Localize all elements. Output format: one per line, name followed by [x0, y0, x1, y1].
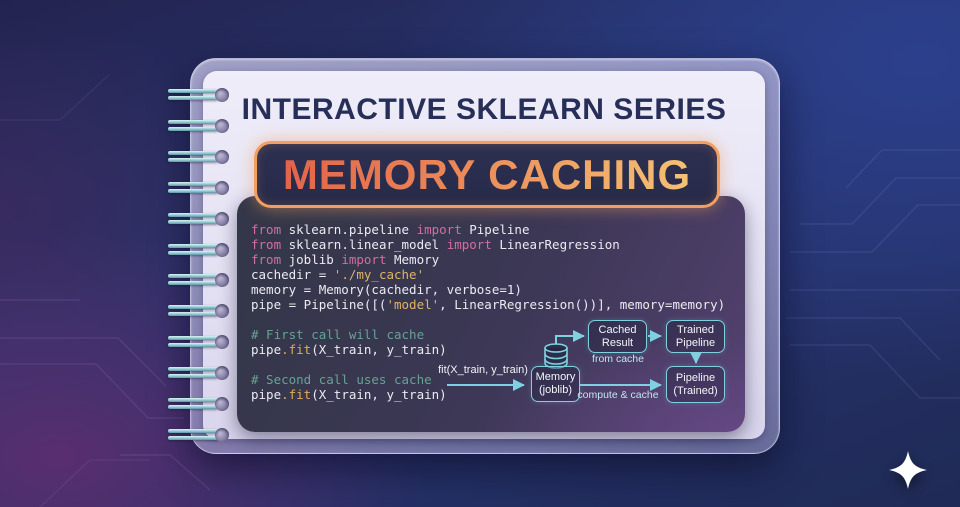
- binding-ring: [168, 242, 229, 258]
- memory-joblib-box: Memory (joblib): [531, 366, 580, 402]
- ring-hole: [215, 397, 229, 411]
- binding-ring: [168, 396, 229, 412]
- code-line: pipe.fit(X_train, y_train): [251, 342, 447, 357]
- ring-hole: [215, 335, 229, 349]
- code-panel: [237, 196, 745, 432]
- binding-ring: [168, 272, 229, 288]
- topic-badge: MEMORY CACHING: [254, 141, 720, 208]
- ring-hole: [215, 428, 229, 442]
- ring-hole: [215, 88, 229, 102]
- ring-hole: [215, 150, 229, 164]
- trained-pipeline-line1: Trained: [677, 323, 714, 336]
- series-title: INTERACTIVE SKLEARN SERIES: [241, 93, 727, 126]
- code-line: pipe = Pipeline([('model', LinearRegress…: [251, 297, 726, 312]
- binding-ring: [168, 180, 229, 196]
- from-cache-label: from cache: [592, 353, 644, 365]
- trained-pipeline-box: Trained Pipeline: [666, 320, 725, 353]
- memory-box-line2: (joblib): [538, 384, 572, 396]
- binding-ring: [168, 334, 229, 350]
- binding-ring: [168, 303, 229, 319]
- binding-ring: [168, 427, 229, 443]
- ring-hole: [215, 273, 229, 287]
- binding-ring: [168, 149, 229, 165]
- binding-ring: [168, 87, 229, 103]
- database-icon: [544, 343, 568, 369]
- binding-ring: [168, 211, 229, 227]
- memory-box-line1: Memory: [535, 371, 576, 384]
- cached-result-line2: Result: [601, 336, 634, 349]
- code-line: cachedir = './my_cache': [251, 267, 425, 282]
- trained-pipeline-line2: Pipeline: [675, 336, 716, 349]
- pipeline-trained-line1: Pipeline: [675, 371, 716, 384]
- code-line: from joblib import Memory: [251, 252, 440, 267]
- binding-ring: [168, 118, 229, 134]
- code-line: # First call will cache: [251, 327, 425, 342]
- ring-hole: [215, 119, 229, 133]
- topic-title: MEMORY CACHING: [282, 150, 692, 198]
- code-line: pipe.fit(X_train, y_train): [251, 387, 447, 402]
- ring-hole: [215, 212, 229, 226]
- pipeline-trained-box: Pipeline (Trained): [666, 366, 725, 403]
- code-line: from sklearn.pipeline import Pipeline: [251, 222, 530, 237]
- cached-result-line1: Cached: [598, 323, 637, 336]
- diagram-connectors: [447, 330, 702, 391]
- binding-ring: [168, 365, 229, 381]
- pipeline-trained-line2: (Trained): [673, 384, 718, 397]
- compute-cache-label: compute & cache: [577, 389, 659, 401]
- fit-call-label: fit(X_train, y_train): [438, 364, 528, 376]
- cached-result-box: Cached Result: [588, 320, 647, 353]
- code-line: memory = Memory(cachedir, verbose=1): [251, 282, 522, 297]
- ring-hole: [215, 243, 229, 257]
- code-line: from sklearn.linear_model import LinearR…: [251, 237, 620, 252]
- sparkle-logo-icon: [889, 451, 927, 489]
- code-line: # Second call uses cache: [251, 372, 432, 387]
- ring-hole: [215, 181, 229, 195]
- ring-hole: [215, 366, 229, 380]
- ring-hole: [215, 304, 229, 318]
